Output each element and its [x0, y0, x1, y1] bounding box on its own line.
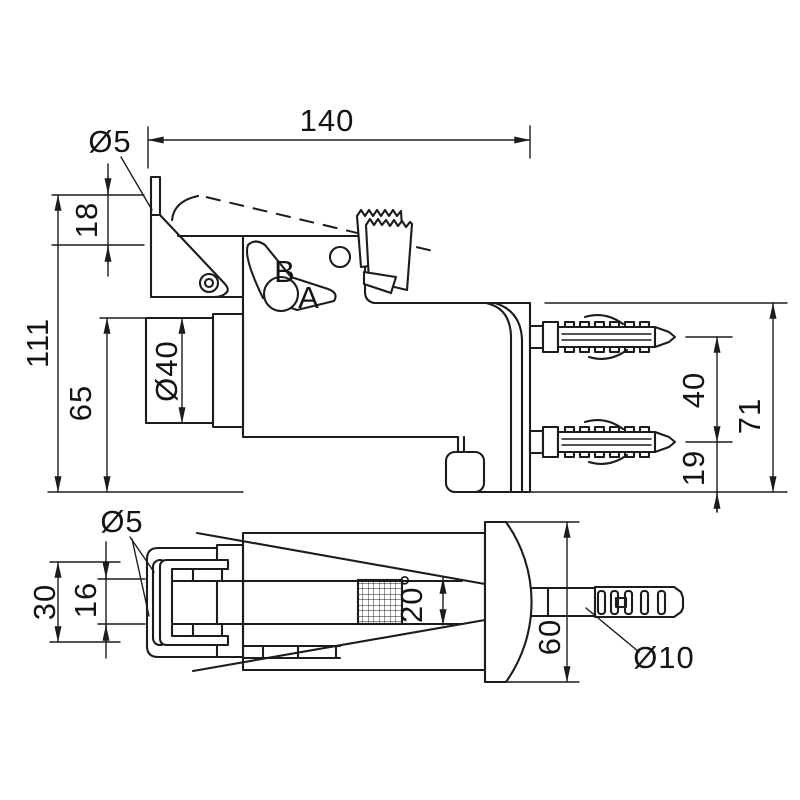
support-hook — [456, 435, 466, 454]
side-view-dimensions: 140 Ø5 18 111 65 Ø40 71 40 19 B A — [20, 103, 788, 513]
bushing-upper — [191, 567, 224, 583]
plan-view-dimensions: Ø5 30 16 20° 60 Ø10 — [27, 504, 695, 683]
dim-cone-angle-label: 20° — [394, 573, 429, 623]
clamp-outer-plan — [145, 546, 219, 659]
dim-dowel-diameter-label: Ø10 — [633, 640, 695, 675]
dim-lower-anchor-offset-label: 19 — [676, 450, 711, 486]
dowel-slot-5 — [656, 589, 667, 616]
dim-bell-diameter-label: 60 — [532, 619, 567, 655]
dim-cylinder-diameter-label: Ø40 — [149, 340, 184, 402]
dowel-slot-4 — [639, 589, 650, 616]
flap-closed-curve — [170, 194, 200, 222]
serrated-jaw-front — [364, 217, 414, 292]
dim-hole-diameter-label: Ø5 — [100, 504, 143, 539]
dowel-shaft — [529, 586, 597, 618]
dim-plate-height-label: 71 — [732, 398, 767, 434]
dim-dowel-leader — [585, 607, 640, 653]
dim-40-extensions — [685, 336, 733, 443]
pivot-plate — [149, 213, 245, 299]
dowel-slot-connector — [614, 596, 628, 609]
dowel-slot-2 — [609, 589, 620, 616]
lever-position-b-label: B — [274, 254, 296, 289]
pivot-screw-inner — [203, 277, 215, 289]
mounting-tab — [149, 175, 162, 217]
dim-total-height-label: 111 — [20, 318, 55, 368]
screw-hole — [328, 245, 352, 269]
dim-pin-leader — [120, 156, 153, 211]
bushing-lower — [191, 622, 224, 638]
lever-knob — [262, 275, 300, 313]
dim-anchor-spacing-label: 40 — [676, 372, 711, 408]
wall-dowel-plan — [593, 585, 685, 619]
jaw-holder — [362, 270, 398, 295]
dim-overall-width-label: 140 — [300, 103, 355, 138]
dim-outer-width-label: 30 — [27, 584, 62, 620]
lever-position-a-label: A — [298, 280, 320, 315]
dim-hole-leaders — [129, 536, 155, 617]
support-hook-bar — [444, 450, 486, 494]
pivot-screw — [198, 272, 220, 294]
cone-bore-lines — [191, 531, 487, 673]
shaft-bar-plan — [170, 579, 464, 626]
dim-71-extensions — [529, 302, 788, 493]
dim-body-height-label: 65 — [63, 385, 98, 421]
cylinder-collar — [211, 312, 245, 429]
knurled-knob — [356, 578, 404, 626]
dim-flap-height-label: 18 — [69, 202, 104, 238]
dim-pin-diameter-label: Ø5 — [88, 124, 131, 159]
wall-plate — [463, 301, 532, 494]
dim-30-extensions — [49, 561, 121, 643]
body-detail-strip — [241, 644, 342, 660]
dowel-slot-1 — [596, 589, 607, 616]
dim-inner-width-label: 16 — [68, 582, 103, 618]
